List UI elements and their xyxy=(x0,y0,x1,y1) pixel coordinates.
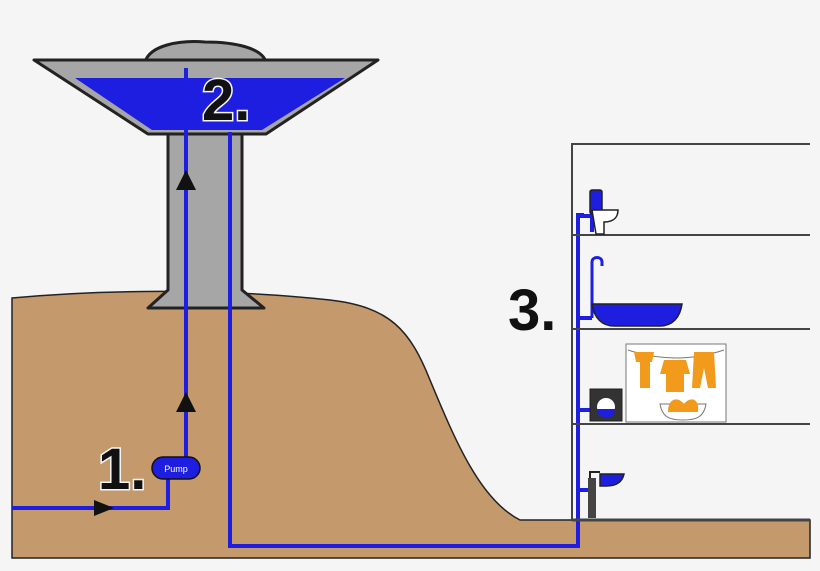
step-label-1: 1. xyxy=(98,437,146,502)
step-label-3: 3. xyxy=(508,278,556,343)
tower-column xyxy=(146,130,266,310)
shirt-icon xyxy=(660,360,690,392)
arrow-up-icon xyxy=(176,170,196,190)
laundry-icon xyxy=(625,343,727,423)
washing-machine-icon xyxy=(589,388,623,422)
sink-icon xyxy=(588,471,625,518)
building-walls xyxy=(571,143,810,520)
pump: Pump xyxy=(151,456,201,480)
tank-water xyxy=(75,78,345,130)
bathtub-icon xyxy=(590,256,683,327)
inlet-pipe xyxy=(12,475,170,510)
building xyxy=(571,143,810,522)
arrow-right-icon xyxy=(94,500,114,516)
step-label-2: 2. xyxy=(202,68,250,133)
tower-dome xyxy=(142,40,268,64)
toilet-icon xyxy=(589,189,619,235)
branch-toilet xyxy=(578,214,594,232)
arrow-up-icon xyxy=(176,392,196,412)
pump-label: Pump xyxy=(164,464,188,474)
water-tower xyxy=(32,40,380,310)
shirt-icon xyxy=(634,352,654,388)
ground-hill xyxy=(11,290,811,559)
pants-icon xyxy=(692,352,716,388)
flow-arrows xyxy=(94,170,196,516)
pump-body xyxy=(151,456,201,480)
